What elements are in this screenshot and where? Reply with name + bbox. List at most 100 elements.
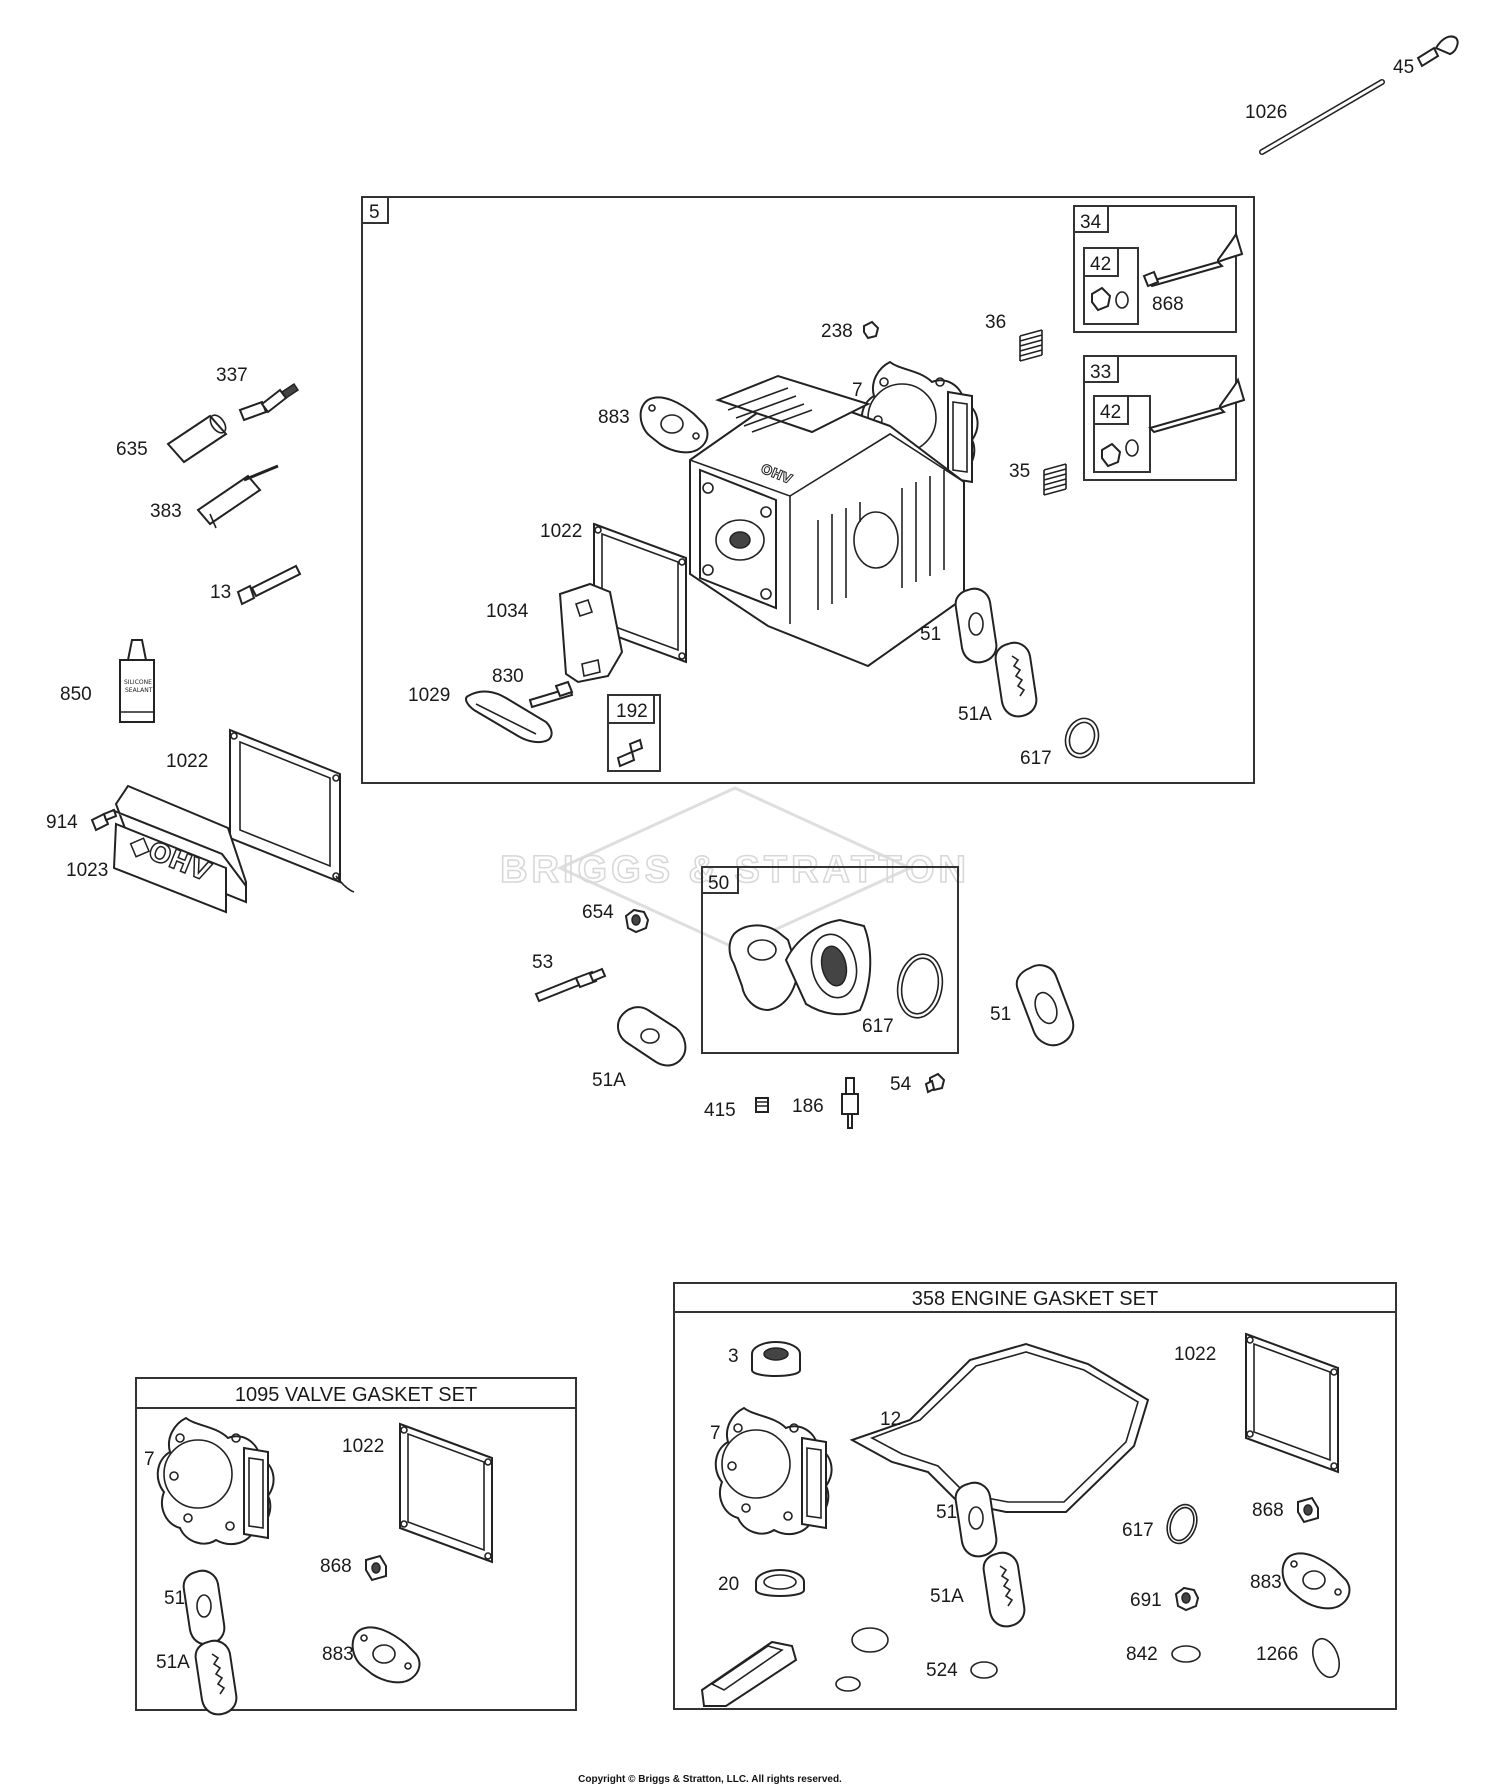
cylinder-head-kit-box bbox=[361, 196, 1255, 784]
callout-egs-20: 20 bbox=[718, 1574, 739, 1595]
callout-635: 635 bbox=[116, 439, 148, 460]
intake-manifold-part bbox=[728, 918, 872, 1016]
callout-36: 36 bbox=[985, 312, 1006, 333]
callout-42-b: 42 bbox=[1100, 402, 1121, 423]
svg-text:SEALANT: SEALANT bbox=[125, 687, 153, 694]
copyright-text: Copyright © Briggs & Stratton, LLC. All … bbox=[578, 1774, 842, 1785]
intake-gasket-51a-part bbox=[994, 641, 1038, 718]
stud-53-part bbox=[534, 967, 607, 1003]
valve-gasket-set-box bbox=[135, 1377, 577, 1711]
engine-gasket-set-title: 358 ENGINE GASKET SET bbox=[912, 1288, 1158, 1310]
spark-plug-tube-part bbox=[166, 414, 228, 464]
intake-valve-box-tag bbox=[1083, 355, 1119, 383]
callout-vgs-883: 883 bbox=[322, 1644, 354, 1665]
callout-1029: 1029 bbox=[408, 685, 450, 706]
callout-54: 54 bbox=[890, 1074, 912, 1095]
callout-vgs-868: 868 bbox=[320, 1556, 352, 1577]
callout-192: 192 bbox=[616, 701, 648, 722]
callout-5: 5 bbox=[369, 202, 380, 223]
callout-33: 33 bbox=[1090, 362, 1111, 383]
vgs-gasket-51a-part bbox=[194, 1639, 238, 1716]
exhaust-valve-kit-box bbox=[1073, 205, 1237, 333]
callout-51a-head: 51A bbox=[958, 704, 992, 725]
intake-valve-part bbox=[1149, 379, 1245, 433]
callout-35: 35 bbox=[1009, 461, 1030, 482]
retainer-box-b-tag bbox=[1093, 395, 1129, 425]
callout-egs-51a: 51A bbox=[930, 1586, 964, 1607]
egs-head-gasket-part bbox=[714, 1407, 833, 1536]
brand-watermark: BRIGGS & STRATTON bbox=[499, 786, 967, 950]
nut-654-part bbox=[624, 908, 650, 934]
screw-54-part bbox=[924, 1072, 946, 1094]
callout-50: 50 bbox=[708, 873, 729, 894]
callout-egs-1266: 1266 bbox=[1256, 1644, 1298, 1665]
callout-13: 13 bbox=[210, 582, 231, 603]
screw-kit-box-tag bbox=[607, 694, 655, 724]
egs-breather-gasket-part bbox=[700, 1640, 798, 1707]
sealant-tube-part: SILICONE SEALANT bbox=[119, 639, 155, 723]
valve-cover-part: ◆OHV bbox=[111, 784, 247, 914]
valve-gasket-set-title: 1095 VALVE GASKET SET bbox=[235, 1384, 477, 1406]
exhaust-valve-part bbox=[1142, 233, 1243, 288]
callout-337: 337 bbox=[216, 365, 248, 386]
heat-shield-1029-part bbox=[465, 690, 553, 744]
manifold-gasket-51a-part bbox=[617, 1006, 687, 1067]
egs-crankcase-gasket-part bbox=[849, 1342, 1150, 1513]
egs-small-o-rings-part bbox=[835, 1627, 889, 1692]
plug-415-part bbox=[755, 1097, 769, 1113]
callout-617-head: 617 bbox=[1020, 748, 1052, 769]
egs-seal-868-part bbox=[1297, 1497, 1319, 1523]
callout-egs-7: 7 bbox=[710, 1423, 721, 1444]
callout-egs-883: 883 bbox=[1250, 1572, 1282, 1593]
engine-gasket-set-box bbox=[673, 1282, 1397, 1710]
spark-plug-part bbox=[238, 382, 300, 422]
stud-13-part bbox=[236, 564, 302, 606]
callout-238: 238 bbox=[821, 321, 853, 342]
plug-238-part bbox=[863, 320, 880, 340]
valve-cover-gasket-part bbox=[229, 728, 355, 893]
manifold-gasket-51-part bbox=[1015, 964, 1075, 1047]
callout-51-head: 51 bbox=[920, 624, 941, 645]
callout-1026: 1026 bbox=[1245, 102, 1287, 123]
callout-egs-1022: 1022 bbox=[1174, 1344, 1216, 1365]
push-rod-part bbox=[1259, 79, 1385, 155]
vgs-gasket-51-part bbox=[182, 1569, 226, 1646]
egs-seal-691-part bbox=[1174, 1586, 1200, 1612]
egs-o-ring-617-part bbox=[1166, 1503, 1198, 1545]
callout-vgs-1022: 1022 bbox=[342, 1436, 384, 1457]
callout-654: 654 bbox=[582, 902, 614, 923]
valve-keepers-b bbox=[1101, 439, 1139, 468]
egs-o-ring-842-part bbox=[1171, 1645, 1201, 1663]
egs-valve-cover-gasket-part bbox=[1245, 1333, 1339, 1473]
callout-egs-51: 51 bbox=[936, 1502, 957, 1523]
callout-53: 53 bbox=[532, 952, 553, 973]
intake-valve-kit-box bbox=[1083, 355, 1237, 481]
vgs-gasket-883-part bbox=[351, 1626, 421, 1684]
vgs-seal-part bbox=[365, 1555, 387, 1581]
callout-egs-868: 868 bbox=[1252, 1500, 1284, 1521]
vgs-head-gasket-part bbox=[156, 1417, 275, 1546]
callout-7-head: 7 bbox=[852, 380, 863, 401]
breather-bolt-part bbox=[90, 808, 118, 832]
stud-830-part bbox=[528, 680, 574, 709]
intake-gasket-51-part bbox=[954, 587, 998, 664]
callout-1034: 1034 bbox=[486, 601, 529, 622]
egs-o-ring-524-part bbox=[970, 1661, 998, 1679]
callout-383: 383 bbox=[150, 501, 182, 522]
callout-415: 415 bbox=[704, 1100, 736, 1121]
callout-868-top: 868 bbox=[1152, 294, 1184, 315]
callout-34: 34 bbox=[1080, 212, 1102, 233]
callout-egs-3: 3 bbox=[728, 1346, 739, 1367]
manifold-o-ring-617-part bbox=[896, 953, 944, 1019]
plate-1034-part bbox=[558, 582, 624, 684]
callout-883-head: 883 bbox=[598, 407, 630, 428]
exhaust-valve-box-tag bbox=[1073, 205, 1109, 233]
callout-egs-12: 12 bbox=[880, 1409, 901, 1430]
egs-gasket-883-part bbox=[1281, 1552, 1351, 1610]
callout-vgs-51: 51 bbox=[164, 1588, 185, 1609]
intake-manifold-kit-box bbox=[701, 866, 959, 1054]
valve-spring-36-part bbox=[1019, 329, 1043, 362]
cylinder-head-part: OHV bbox=[689, 374, 965, 668]
spark-plug-tool-part bbox=[196, 464, 279, 529]
